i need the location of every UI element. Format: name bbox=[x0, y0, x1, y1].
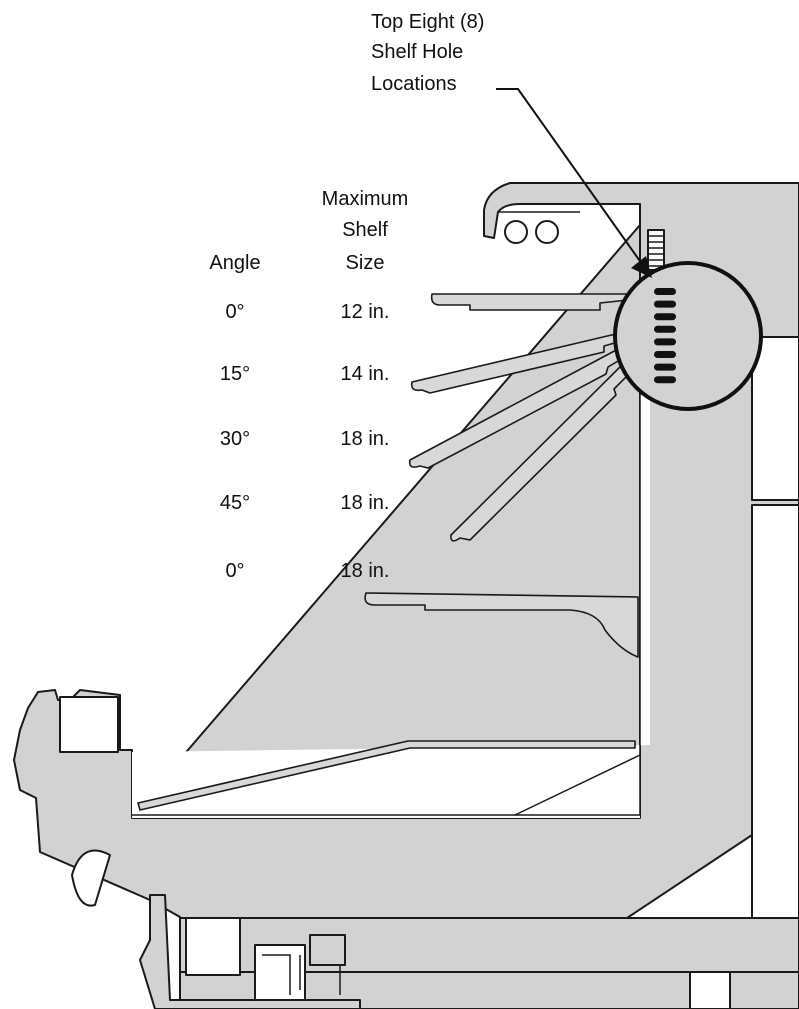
shelf-0-deg-bottom bbox=[364, 592, 639, 658]
callout-line-1: Top Eight (8) bbox=[371, 11, 485, 33]
header-size: Size bbox=[345, 252, 385, 274]
shelf-hole bbox=[654, 363, 676, 371]
header-maximum: Maximum bbox=[321, 188, 409, 210]
side-latch bbox=[309, 934, 346, 966]
latch-housing bbox=[254, 944, 306, 1001]
shelf-hole bbox=[654, 300, 676, 308]
base-foot bbox=[689, 971, 731, 1009]
kick-plate bbox=[185, 917, 241, 976]
shelf-hole bbox=[654, 313, 676, 321]
row-3-angle: 30° bbox=[219, 428, 251, 450]
callout-line-2: Shelf Hole bbox=[371, 41, 464, 63]
interior-opening bbox=[132, 300, 650, 818]
row-2-size: 14 in. bbox=[340, 363, 390, 385]
latch-detail bbox=[262, 939, 341, 995]
callout-leader-line bbox=[496, 88, 643, 265]
shelf-hole-magnifier bbox=[613, 261, 763, 411]
shelf-hole bbox=[654, 338, 676, 346]
shelf-hole bbox=[654, 288, 676, 295]
row-2-angle: 15° bbox=[219, 363, 251, 385]
row-3-size: 18 in. bbox=[340, 428, 390, 450]
row-5-angle: 0° bbox=[225, 560, 245, 582]
deck-support bbox=[514, 754, 641, 816]
row-4-size: 18 in. bbox=[340, 492, 390, 514]
shelf-45-deg bbox=[450, 361, 635, 542]
interior-outline bbox=[132, 240, 641, 816]
row-4-angle: 45° bbox=[219, 492, 251, 514]
callout-arrowhead bbox=[631, 256, 652, 278]
shelf-30-deg bbox=[408, 347, 629, 469]
row-1-angle: 0° bbox=[225, 301, 245, 323]
header-angle: Angle bbox=[209, 252, 261, 274]
deck-shelf bbox=[137, 740, 636, 811]
header-shelf: Shelf bbox=[342, 219, 388, 241]
upright-lower-panel bbox=[751, 504, 799, 919]
row-1-size: 12 in. bbox=[340, 301, 390, 323]
front-bumper-top bbox=[59, 696, 119, 753]
shelf-hole bbox=[654, 351, 676, 358]
canopy-bracket-ticks bbox=[648, 235, 664, 267]
row-5-size: 18 in. bbox=[340, 560, 390, 582]
callout-line-3: Locations bbox=[371, 73, 457, 95]
front-bumper-curve bbox=[71, 849, 111, 907]
light-tube-1 bbox=[504, 220, 528, 244]
upright-inner-panel bbox=[751, 336, 799, 501]
lower-bracket bbox=[139, 894, 361, 1009]
light-tube-2 bbox=[535, 220, 559, 244]
shelf-15-deg bbox=[410, 332, 626, 394]
shelf-hole bbox=[654, 325, 676, 333]
shelf-0-deg-top bbox=[430, 293, 629, 311]
shelf-holes bbox=[654, 288, 676, 384]
shelf-hole bbox=[654, 376, 676, 384]
